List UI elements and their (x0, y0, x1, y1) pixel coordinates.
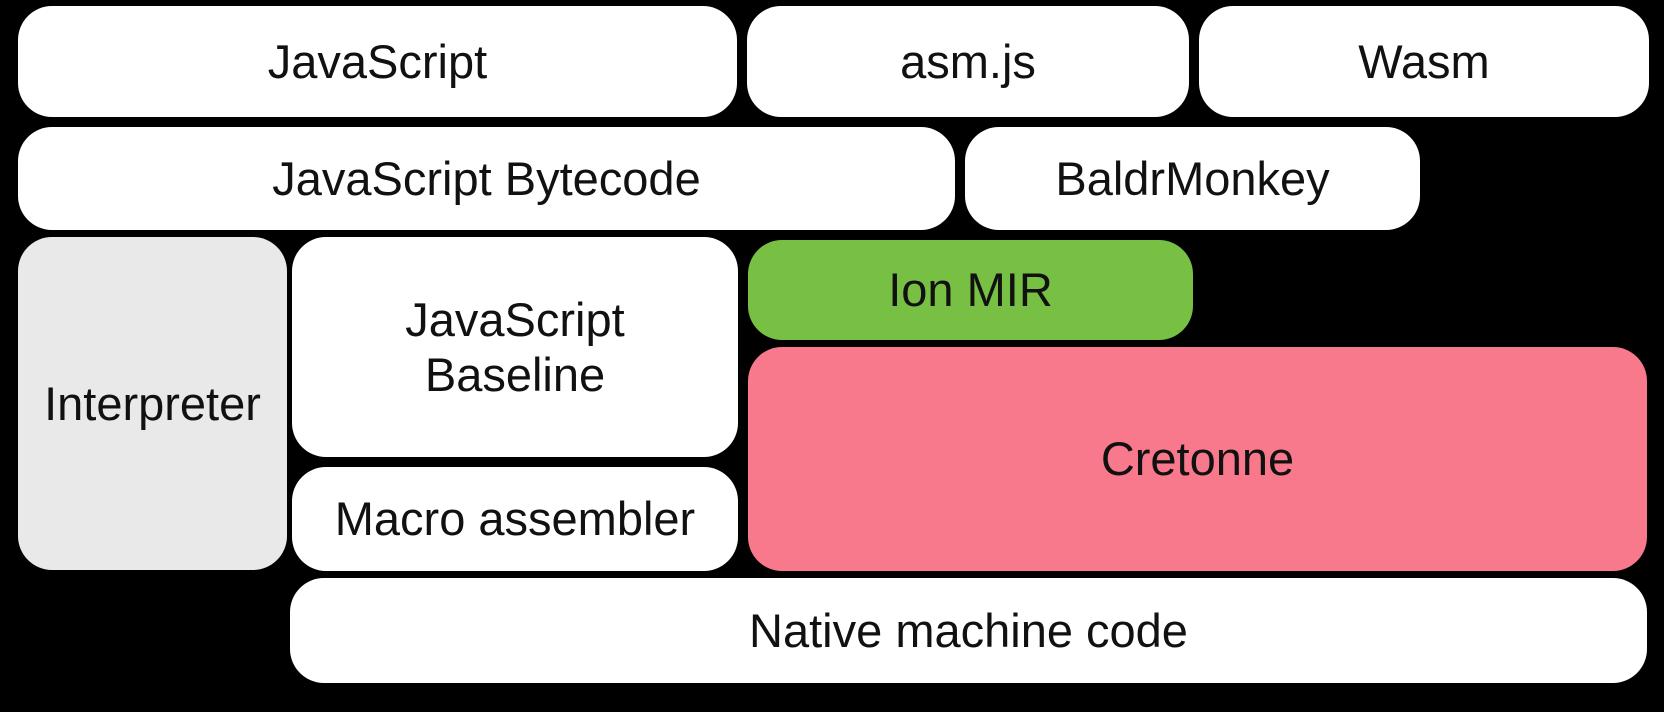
box-javascript: JavaScript (18, 6, 737, 117)
box-javascript-baseline: JavaScript Baseline (292, 237, 738, 457)
box-asmjs: asm.js (747, 6, 1189, 117)
box-ion-mir: Ion MIR (748, 240, 1193, 340)
box-baldrmonkey: BaldrMonkey (965, 127, 1420, 230)
box-interpreter: Interpreter (18, 237, 287, 570)
box-macro-assembler: Macro assembler (292, 467, 738, 571)
box-native-machine-code: Native machine code (290, 578, 1647, 683)
box-javascript-bytecode: JavaScript Bytecode (18, 127, 955, 230)
box-wasm: Wasm (1199, 6, 1649, 117)
box-cretonne: Cretonne (748, 347, 1647, 571)
